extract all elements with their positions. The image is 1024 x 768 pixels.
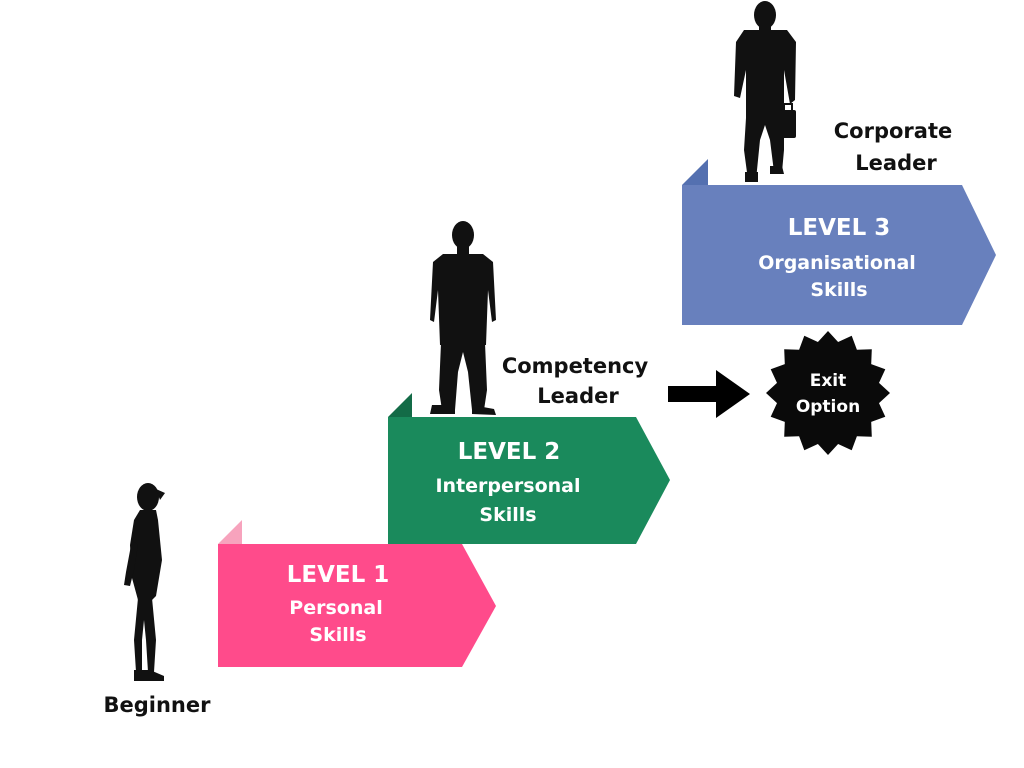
level-1-step: LEVEL 1 Personal Skills [218, 520, 496, 667]
level-1-subtitle-line1: Personal [289, 597, 382, 619]
level-3-tab [682, 159, 708, 185]
level-2-tab [388, 393, 412, 417]
level-1-subtitle-line2: Skills [309, 624, 366, 646]
level-3-subtitle-line1: Organisational [758, 252, 916, 274]
exit-option-line2: Option [796, 397, 860, 417]
level-3-title: LEVEL 3 [788, 215, 891, 241]
competency-leader-label-line2: Leader [537, 384, 619, 408]
corporate-leader-label-line2: Leader [855, 151, 937, 175]
level-3-arrow-shape [682, 185, 996, 325]
starburst-badge-icon: Exit Option [766, 331, 890, 455]
level-2-subtitle-line1: Interpersonal [435, 475, 580, 497]
level-2-subtitle-line2: Skills [479, 504, 536, 526]
beginner-label: Beginner [104, 693, 212, 717]
person-looking-up-icon [124, 483, 165, 681]
businessman-with-briefcase-icon [734, 1, 796, 182]
arrow-right-icon [668, 370, 750, 418]
corporate-leader-label-line1: Corporate [834, 119, 952, 143]
level-1-title: LEVEL 1 [287, 562, 390, 588]
level-2-title: LEVEL 2 [458, 439, 561, 465]
level-2-step: LEVEL 2 Interpersonal Skills [388, 393, 670, 544]
level-2-arrow-shape [388, 417, 670, 544]
competency-leader-label-line1: Competency [502, 354, 649, 378]
level-1-arrow-shape [218, 544, 496, 667]
level-3-subtitle-line2: Skills [810, 279, 867, 301]
level-1-tab [218, 520, 242, 544]
level-3-step: LEVEL 3 Organisational Skills [682, 159, 996, 325]
businessman-standing-icon [430, 221, 496, 415]
exit-option-line1: Exit [810, 371, 847, 391]
